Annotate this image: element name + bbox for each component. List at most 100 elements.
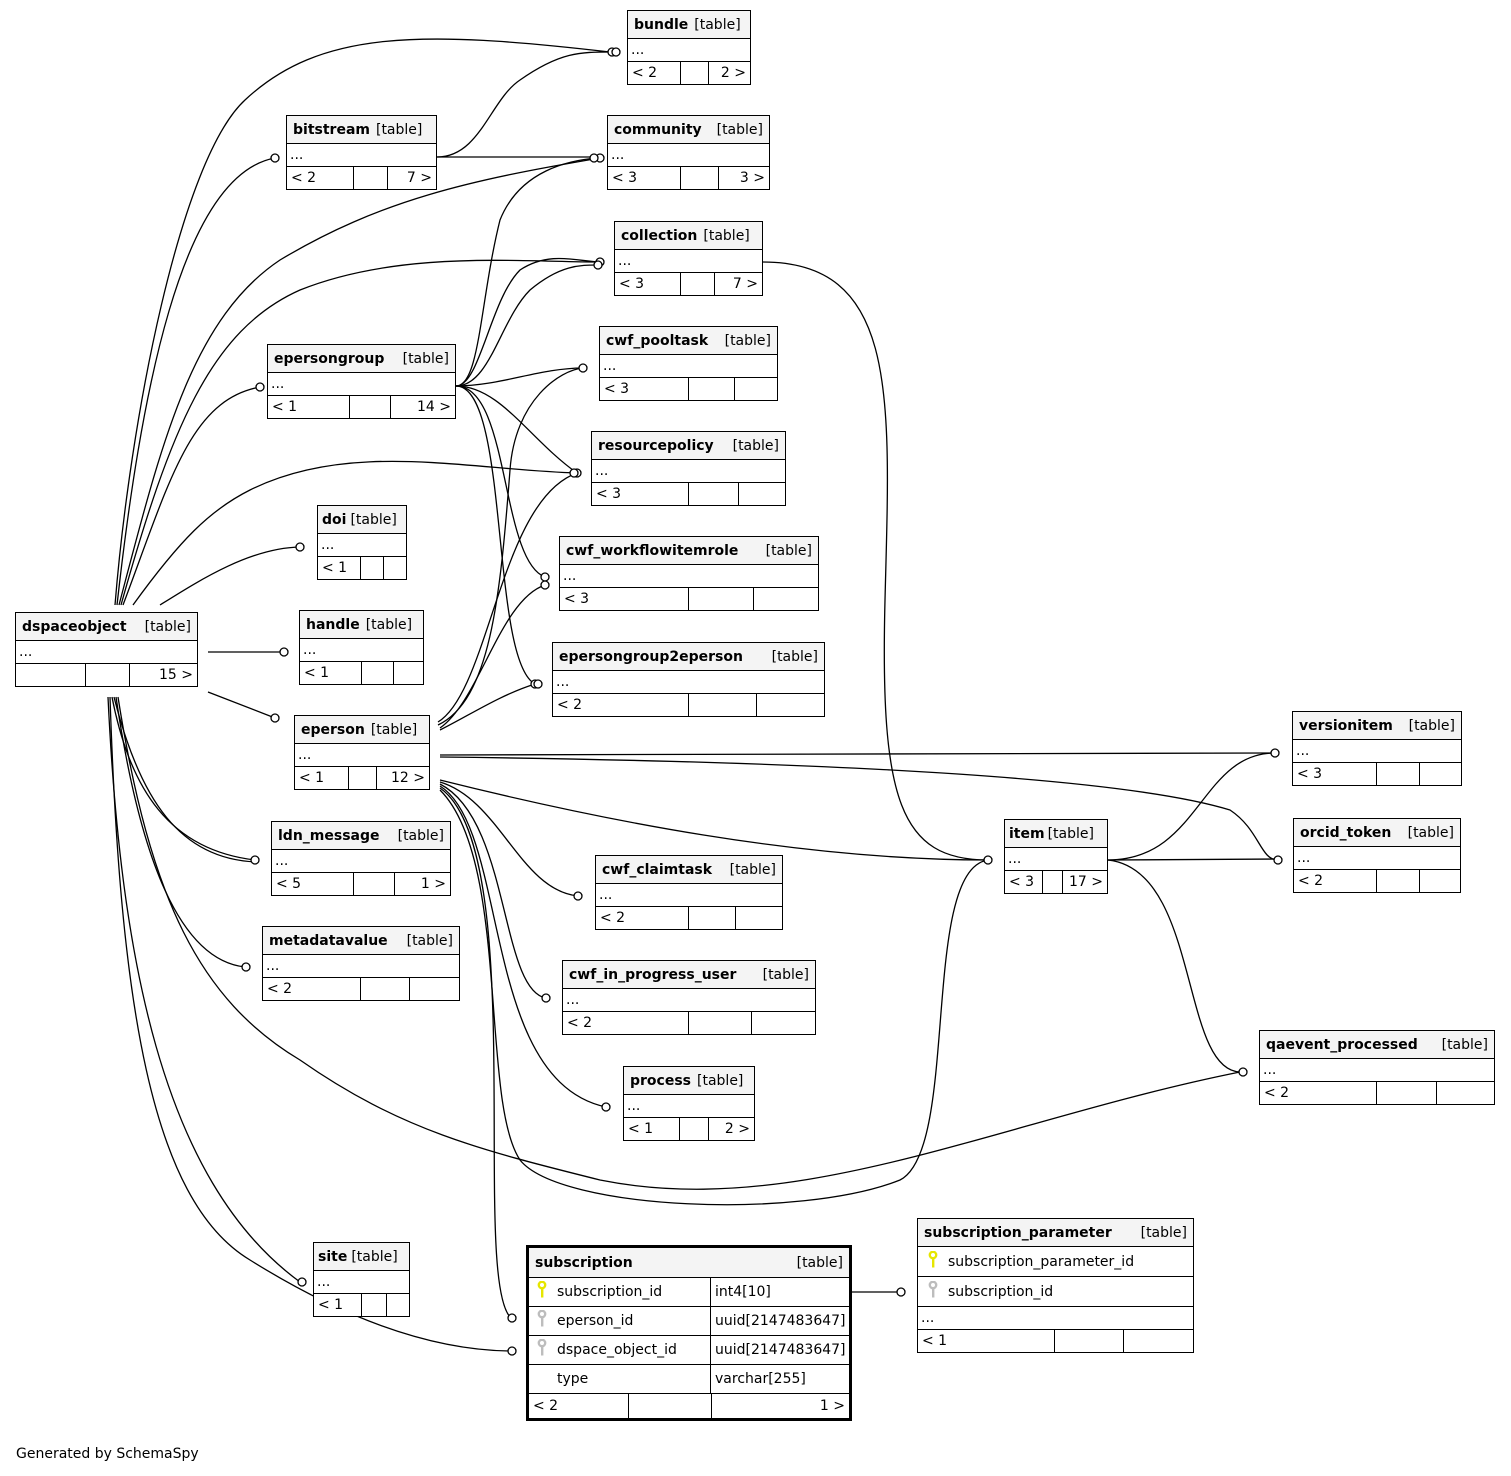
table-epersongroup2eperson[interactable]: epersongroup2eperson[table] ... < 2 bbox=[552, 642, 825, 717]
table-site[interactable]: site[table] ... < 1 bbox=[313, 1242, 410, 1317]
children-count[interactable] bbox=[734, 378, 777, 400]
parents-count[interactable]: < 3 bbox=[596, 486, 622, 502]
children-count[interactable] bbox=[738, 483, 785, 505]
parents-count[interactable]: < 2 bbox=[1264, 1085, 1290, 1101]
column-row[interactable]: subscription_id bbox=[918, 1277, 1193, 1307]
zero-cardinality-marker bbox=[578, 363, 588, 373]
parents-count[interactable]: < 2 bbox=[557, 697, 583, 713]
parents-count[interactable]: < 1 bbox=[322, 560, 348, 576]
relationship-line bbox=[455, 385, 536, 685]
column-name: dspace_object_id bbox=[557, 1342, 677, 1358]
parents-count[interactable]: < 2 bbox=[632, 65, 658, 81]
children-count[interactable]: 7 > bbox=[714, 273, 762, 295]
columns-ellipsis: ... bbox=[318, 534, 406, 557]
children-count[interactable]: 15 > bbox=[129, 664, 197, 686]
table-doi[interactable]: doi[table] ... < 1 bbox=[317, 505, 407, 580]
children-count[interactable]: 14 > bbox=[390, 396, 455, 418]
children-count[interactable] bbox=[1123, 1330, 1193, 1352]
parents-count[interactable]: < 2 bbox=[600, 910, 626, 926]
columns-ellipsis: ... bbox=[16, 641, 197, 664]
children-count[interactable]: 12 > bbox=[376, 767, 429, 789]
column-row[interactable]: type varchar[255] bbox=[529, 1365, 849, 1394]
column-row[interactable]: subscription_parameter_id bbox=[918, 1247, 1193, 1277]
children-count[interactable] bbox=[1419, 763, 1461, 785]
parents-count[interactable]: < 3 bbox=[612, 170, 638, 186]
children-count[interactable] bbox=[753, 588, 818, 610]
table-cwf_in_progress_user[interactable]: cwf_in_progress_user[table] ... < 2 bbox=[562, 960, 816, 1035]
children-count[interactable]: 1 > bbox=[394, 873, 450, 895]
table-versionitem[interactable]: versionitem[table] ... < 3 bbox=[1292, 711, 1462, 786]
parents-count[interactable]: < 1 bbox=[318, 1297, 344, 1313]
relationship-line bbox=[113, 696, 259, 863]
table-qaevent_processed[interactable]: qaevent_processed[table] ... < 2 bbox=[1259, 1030, 1495, 1105]
parents-count[interactable]: < 3 bbox=[564, 591, 590, 607]
children-count[interactable] bbox=[386, 1294, 409, 1316]
children-count[interactable]: 2 > bbox=[708, 1118, 754, 1140]
relationship-line bbox=[455, 367, 584, 387]
column-row[interactable]: subscription_id int4[10] bbox=[529, 1278, 849, 1307]
table-cwf_pooltask[interactable]: cwf_pooltask[table] ... < 3 bbox=[599, 326, 778, 401]
table-cwf_workflowitemrole[interactable]: cwf_workflowitemrole[table] ... < 3 bbox=[559, 536, 819, 611]
parents-count[interactable]: < 5 bbox=[276, 876, 302, 892]
table-cwf_claimtask[interactable]: cwf_claimtask[table] ... < 2 bbox=[595, 855, 783, 930]
parents-count[interactable]: < 2 bbox=[1298, 873, 1324, 889]
table-resourcepolicy[interactable]: resourcepolicy[table] ... < 3 bbox=[591, 431, 786, 506]
parents-count[interactable]: < 2 bbox=[567, 1015, 593, 1031]
parents-count[interactable]: < 3 bbox=[604, 381, 630, 397]
table-type: [table] bbox=[724, 332, 771, 349]
parents-count[interactable] bbox=[16, 664, 85, 686]
parents-count[interactable]: < 1 bbox=[272, 399, 298, 415]
parents-count[interactable]: < 1 bbox=[299, 770, 325, 786]
children-count[interactable] bbox=[1419, 870, 1460, 892]
parents-count[interactable]: < 3 bbox=[1009, 874, 1035, 890]
children-count[interactable] bbox=[409, 978, 459, 1000]
columns-ellipsis: ... bbox=[1294, 847, 1460, 870]
children-count[interactable] bbox=[383, 557, 406, 579]
parents-count[interactable]: < 2 bbox=[533, 1398, 559, 1414]
parents-count[interactable]: < 1 bbox=[304, 665, 330, 681]
table-metadatavalue[interactable]: metadatavalue[table] ... < 2 bbox=[262, 926, 460, 1001]
columns-ellipsis: ... bbox=[314, 1271, 409, 1294]
children-count[interactable]: 2 > bbox=[708, 62, 750, 84]
children-count[interactable] bbox=[735, 907, 782, 929]
children-count[interactable] bbox=[1436, 1082, 1494, 1104]
table-dspaceobject[interactable]: dspaceobject[table] ... 15 > bbox=[15, 612, 198, 687]
parents-count[interactable]: < 2 bbox=[267, 981, 293, 997]
column-count bbox=[349, 396, 390, 418]
table-handle[interactable]: handle[table] ... < 1 bbox=[299, 610, 424, 685]
children-count[interactable] bbox=[756, 694, 824, 716]
table-orcid_token[interactable]: orcid_token[table] ... < 2 bbox=[1293, 818, 1461, 893]
columns-ellipsis: ... bbox=[624, 1095, 754, 1118]
table-subscription_parameter[interactable]: subscription_parameter[table] subscripti… bbox=[917, 1218, 1194, 1353]
parents-count[interactable]: < 3 bbox=[1297, 766, 1323, 782]
children-count[interactable]: 1 > bbox=[711, 1394, 849, 1418]
parents-count[interactable]: < 3 bbox=[619, 276, 645, 292]
children-count[interactable]: 3 > bbox=[718, 167, 769, 189]
children-count[interactable] bbox=[751, 1012, 815, 1034]
table-name: cwf_in_progress_user bbox=[569, 966, 737, 983]
table-type: [table] bbox=[350, 511, 397, 528]
children-count[interactable]: 17 > bbox=[1062, 871, 1107, 893]
relationship-line bbox=[439, 752, 1276, 756]
parents-count[interactable]: < 2 bbox=[291, 170, 317, 186]
column-count bbox=[1376, 763, 1419, 785]
parents-count[interactable]: < 1 bbox=[628, 1121, 654, 1137]
table-type: [table] bbox=[1407, 824, 1454, 841]
column-row[interactable]: dspace_object_id uuid[2147483647] bbox=[529, 1336, 849, 1365]
parents-count[interactable]: < 1 bbox=[922, 1333, 948, 1349]
children-count[interactable]: 7 > bbox=[387, 167, 436, 189]
relationship-line bbox=[439, 779, 989, 861]
children-count[interactable] bbox=[393, 662, 423, 684]
column-row[interactable]: eperson_id uuid[2147483647] bbox=[529, 1307, 849, 1336]
table-subscription[interactable]: subscription[table] subscription_id int4… bbox=[526, 1245, 852, 1421]
